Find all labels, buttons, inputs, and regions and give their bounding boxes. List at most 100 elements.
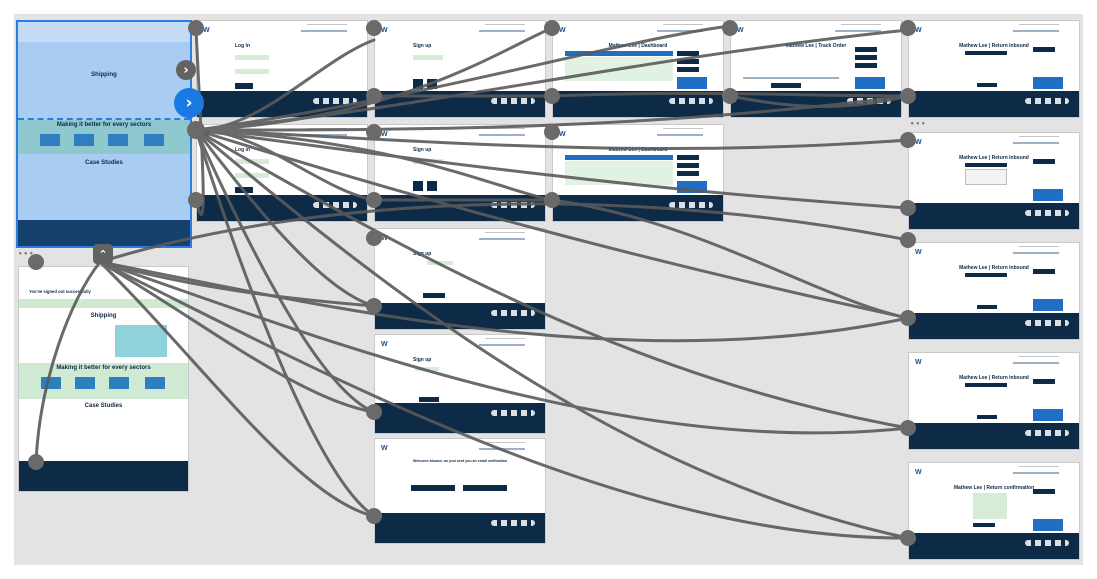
frame-header [18,22,190,42]
connection-wire [194,128,910,151]
return-confirmation-frame[interactable]: W Mathew Lee | Return confirmation [908,462,1080,560]
connection-wire [194,128,554,202]
selection-divider [18,118,190,120]
frame-title: Sign up [413,147,432,153]
signed-out-message: You've signed out successfully [29,289,91,294]
more-dots: ••• [910,120,927,128]
chevron-up-icon[interactable]: ⌃ [93,244,113,264]
frame-title: Sign up [413,43,432,49]
sectors-heading: Making it better for every sectors [56,365,151,371]
connection-wire [194,128,910,540]
sector-tile [108,134,128,146]
connection-wire [194,26,205,216]
connection-wire [194,128,910,210]
frame-title: Mathew Lee | Return inbound [959,155,1029,161]
frame-title: Log in [235,43,250,49]
frame-title: Mathew Lee | Track Order [785,43,847,49]
more-dots: ••• [18,250,35,258]
connection-node [544,88,560,104]
connection-node [722,20,738,36]
connection-node [900,310,916,326]
connection-node [544,192,560,208]
connection-node [366,298,382,314]
shipping-heading: Shipping [90,313,117,319]
connection-node [722,88,738,104]
connection-wire [98,260,376,308]
connection-wire [194,94,910,132]
connection-node [187,121,205,139]
connection-node [900,20,916,36]
sector-tile [144,134,164,146]
shipping-heading: Shipping [91,72,117,78]
welcome-message: Welcome aboard, we just sent you an emai… [412,459,508,463]
return-inbound-frame-3[interactable]: W Mathew Lee | Return inbound [908,242,1080,340]
frame-title: Mathew Lee | Return inbound [959,43,1029,49]
selected-home-frame[interactable]: Shipping Making it better for every sect… [16,20,192,248]
connection-wire [194,128,376,308]
connection-node [544,20,560,36]
connection-wire [98,260,910,343]
connection-node [900,232,916,248]
frame-title: Mathew Lee | Dashboard [608,43,668,49]
connection-node [28,254,44,270]
frame-title: Mathew Lee | Return inbound [959,265,1029,271]
connection-wire [98,202,910,264]
hero-illustration [115,325,167,357]
connection-wire [98,260,910,540]
connection-wire [194,128,910,430]
connection-wire [550,198,910,320]
return-inbound-frame-1[interactable]: W Mathew Lee | Return inbound [908,20,1080,118]
login-frame-1[interactable]: W Log in [196,20,368,118]
connection-wire [194,128,376,414]
connection-wire [194,24,732,132]
connection-wire [194,128,910,320]
frame-title: Log in [235,147,250,153]
connection-node [900,200,916,216]
play-arrow-icon[interactable]: › [174,88,204,118]
connection-node [900,88,916,104]
connection-node [366,230,382,246]
connection-node [28,454,44,470]
frame-title: Sign up [413,357,432,363]
connection-node [366,124,382,140]
connection-node [188,192,204,208]
connection-wire [98,260,376,518]
connection-wire [194,28,910,132]
connection-node [900,530,916,546]
connection-wire [194,128,376,518]
top-band [19,299,188,308]
connection-node [900,132,916,148]
connection-node [188,20,204,36]
connection-node [366,20,382,36]
frame-title: Mathew Lee | Dashboard [608,147,668,153]
frame-footer [19,461,188,491]
connection-node [900,420,916,436]
sector-tile [109,377,129,389]
connection-wire [98,260,910,435]
connection-node [366,404,382,420]
connection-node [544,124,560,140]
case-studies-heading: Case Studies [85,160,123,166]
connection-wire [728,94,910,108]
return-inbound-frame-2[interactable]: W Mathew Lee | Return inbound [908,132,1080,230]
connection-node [366,88,382,104]
sector-tile [74,134,94,146]
return-inbound-frame-4[interactable]: W Mathew Lee | Return inbound [908,352,1080,450]
connection-wire [194,26,554,132]
frame-title: Mathew Lee | Return confirmation [953,485,1035,491]
frame-title: Mathew Lee | Return inbound [959,375,1029,381]
connection-wire [98,260,376,414]
connection-wire [550,91,910,98]
connection-node [366,192,382,208]
sector-tile [40,134,60,146]
connection-node [366,508,382,524]
sectors-heading: Making it better for every sectors [56,122,152,128]
connection-wire [34,260,102,464]
signed-out-home-frame[interactable]: You've signed out successfully Shipping … [18,266,189,492]
frame-footer [18,220,190,246]
dashboard-frame-1[interactable]: W Mathew Lee | Dashboard [552,20,724,118]
chevron-right-icon[interactable]: › [176,60,196,80]
sector-tile [145,377,165,389]
sector-tile [75,377,95,389]
